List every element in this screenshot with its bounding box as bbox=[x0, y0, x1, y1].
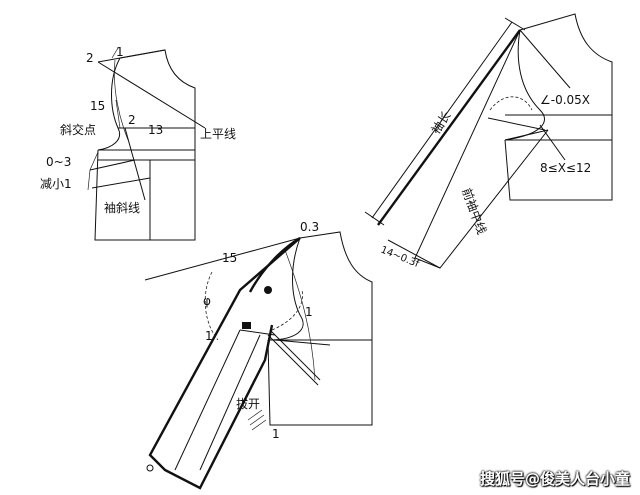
label-two: 2 bbox=[86, 51, 94, 65]
label-spread-open: 拔开 bbox=[236, 396, 260, 411]
label-upper-level-line: 上平线 bbox=[200, 127, 236, 141]
label-sleeve-slant-line: 袖斜线 bbox=[104, 200, 140, 215]
label-reduce-one: 减小1 bbox=[40, 177, 72, 191]
label-top-offset: 0.3 bbox=[300, 220, 319, 234]
watermark: 搜狐号@俊美人台小童 bbox=[479, 470, 630, 488]
label-fifteen: 15 bbox=[90, 99, 105, 113]
label-left-fifteen: 15 bbox=[222, 251, 237, 265]
label-angle-phi: φ bbox=[203, 294, 211, 308]
label-left-one: 1 bbox=[205, 329, 213, 343]
label-two-lower: 2 bbox=[128, 113, 136, 127]
label-bottom-one: 1 bbox=[272, 427, 280, 441]
label-angle-formula: ∠-0.05X bbox=[540, 93, 590, 107]
label-sleeve-length: 袖长 bbox=[428, 108, 454, 136]
label-thirteen: 13 bbox=[148, 123, 163, 137]
label-crossing-point: 斜交点 bbox=[60, 122, 96, 137]
top-right-sleeve bbox=[364, 13, 613, 269]
label-right-one: 1 bbox=[305, 305, 313, 319]
bottom-main-draft bbox=[144, 231, 373, 490]
label-zero-to-three: 0~3 bbox=[46, 155, 71, 169]
top-left-draft bbox=[87, 47, 206, 241]
label-width-formula: 14~0.3f bbox=[379, 245, 421, 271]
label-range-formula: 8≤X≤12 bbox=[540, 161, 591, 175]
label-one: 1 bbox=[116, 45, 124, 59]
